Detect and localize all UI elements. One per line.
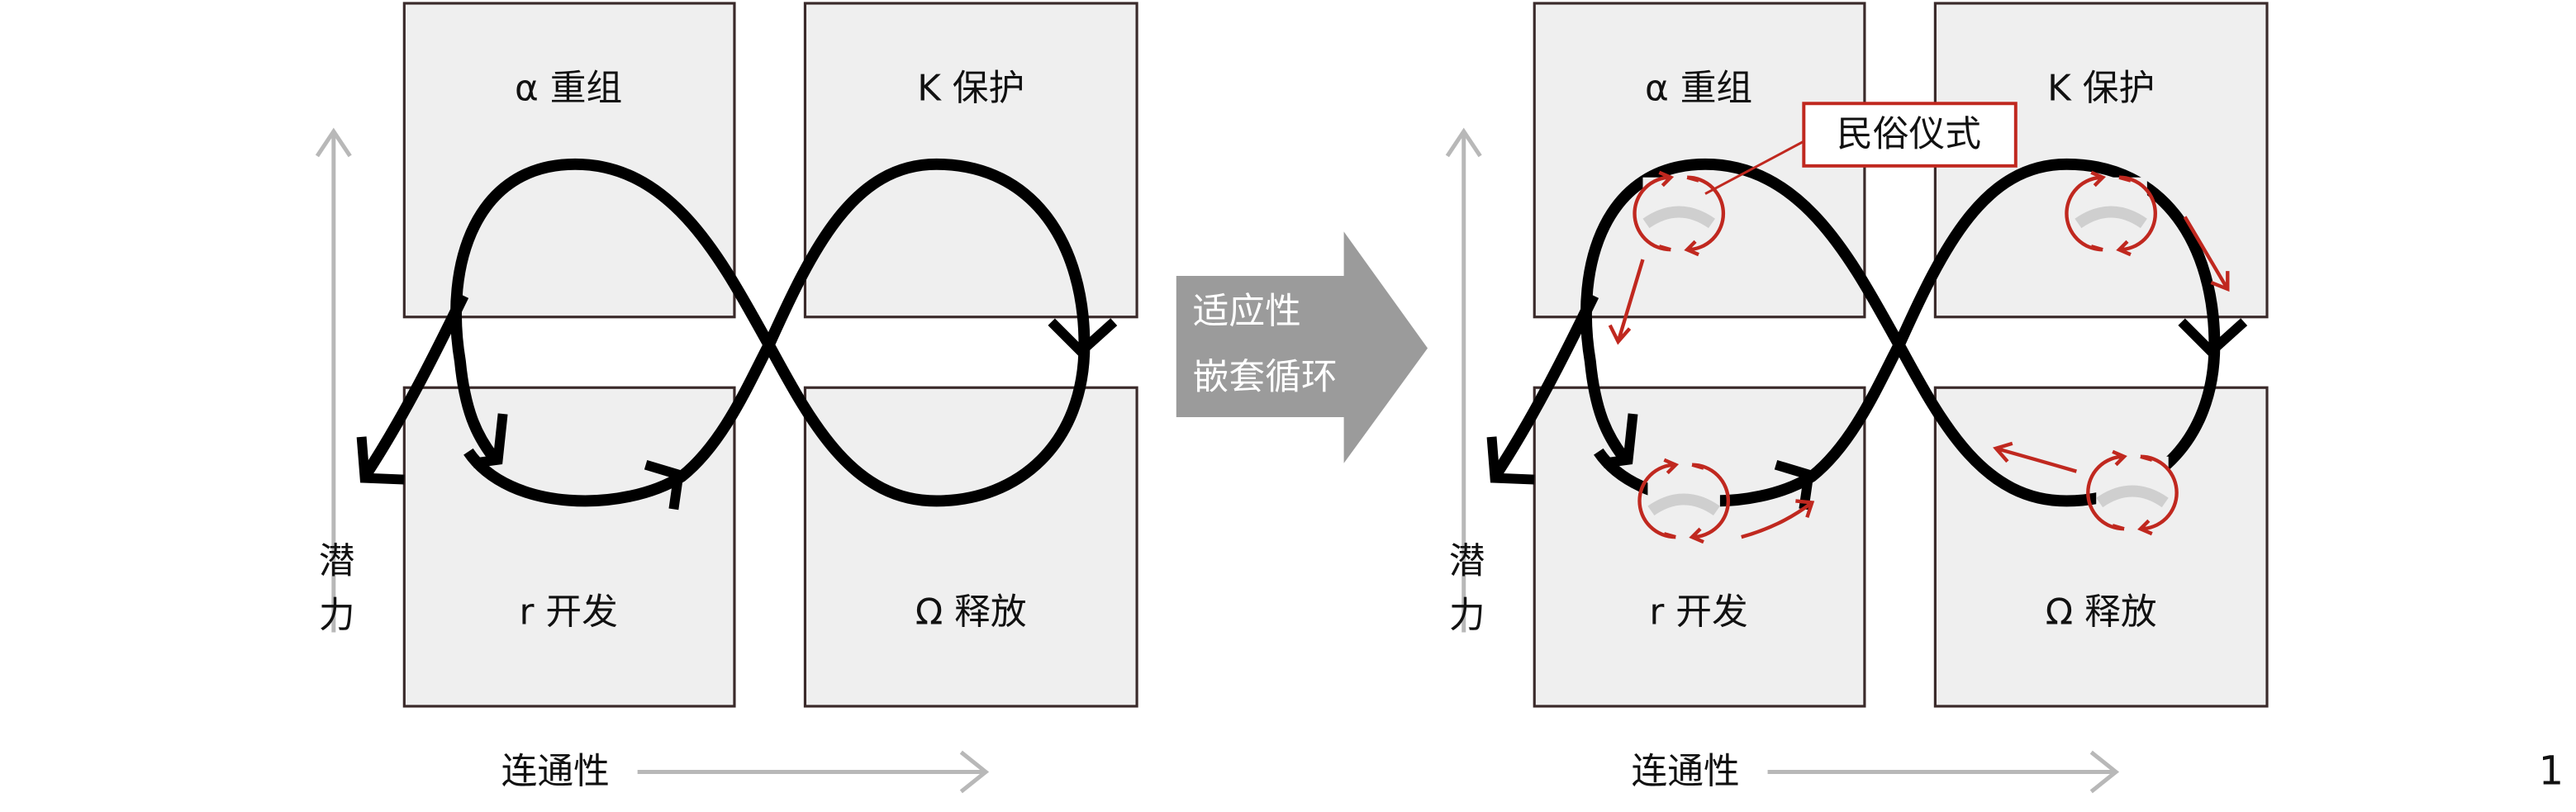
arrow-text-line-2: 嵌套循环 (1193, 356, 1338, 398)
quadrant-k-label: K 保护 (2047, 67, 2155, 109)
callout-box (1802, 102, 2018, 168)
y-axis-label-1: 潜 (319, 540, 355, 582)
quadrant-omega-label: Ω 释放 (915, 591, 1027, 634)
x-axis-label: 连通性 (1632, 750, 1740, 792)
transition-arrow: 适应性 嵌套循环 (1176, 231, 1428, 463)
red-arrow-icon (1741, 499, 1815, 539)
x-axis-label: 连通性 (501, 750, 610, 792)
y-axis-label-2: 力 (1449, 595, 1485, 637)
quadrant-alpha-label: α 重组 (515, 67, 622, 109)
quadrant-omega-label: Ω 释放 (2046, 591, 2157, 634)
red-arrow-icon (2183, 216, 2230, 292)
quadrant-alpha-label: α 重组 (1645, 67, 1752, 109)
right-arrow-shape (1176, 231, 1428, 463)
callout-label: 民俗仪式 (1837, 113, 1981, 155)
y-axis-label-2: 力 (319, 595, 355, 637)
left-panel: α 重组 K 保护 r 开发 Ω 释放 潜 力 连通性 (317, 3, 1137, 792)
page-number: 1 (2539, 748, 2564, 794)
quadrant-r-label: r 开发 (519, 591, 617, 634)
right-panel: α 重组 K 保护 r 开发 Ω 释放 潜 力 连通性 民俗仪式 (1447, 3, 2267, 792)
quadrant-r-label: r 开发 (1649, 591, 1747, 634)
red-arrow-icon (1993, 441, 2077, 473)
y-axis-label-1: 潜 (1449, 540, 1485, 582)
red-arrow-icon (1608, 259, 1645, 345)
quadrant-k-label: K 保护 (917, 67, 1024, 109)
arrow-text-line-1: 适应性 (1193, 291, 1301, 333)
callout-leader-line (1704, 138, 1808, 195)
